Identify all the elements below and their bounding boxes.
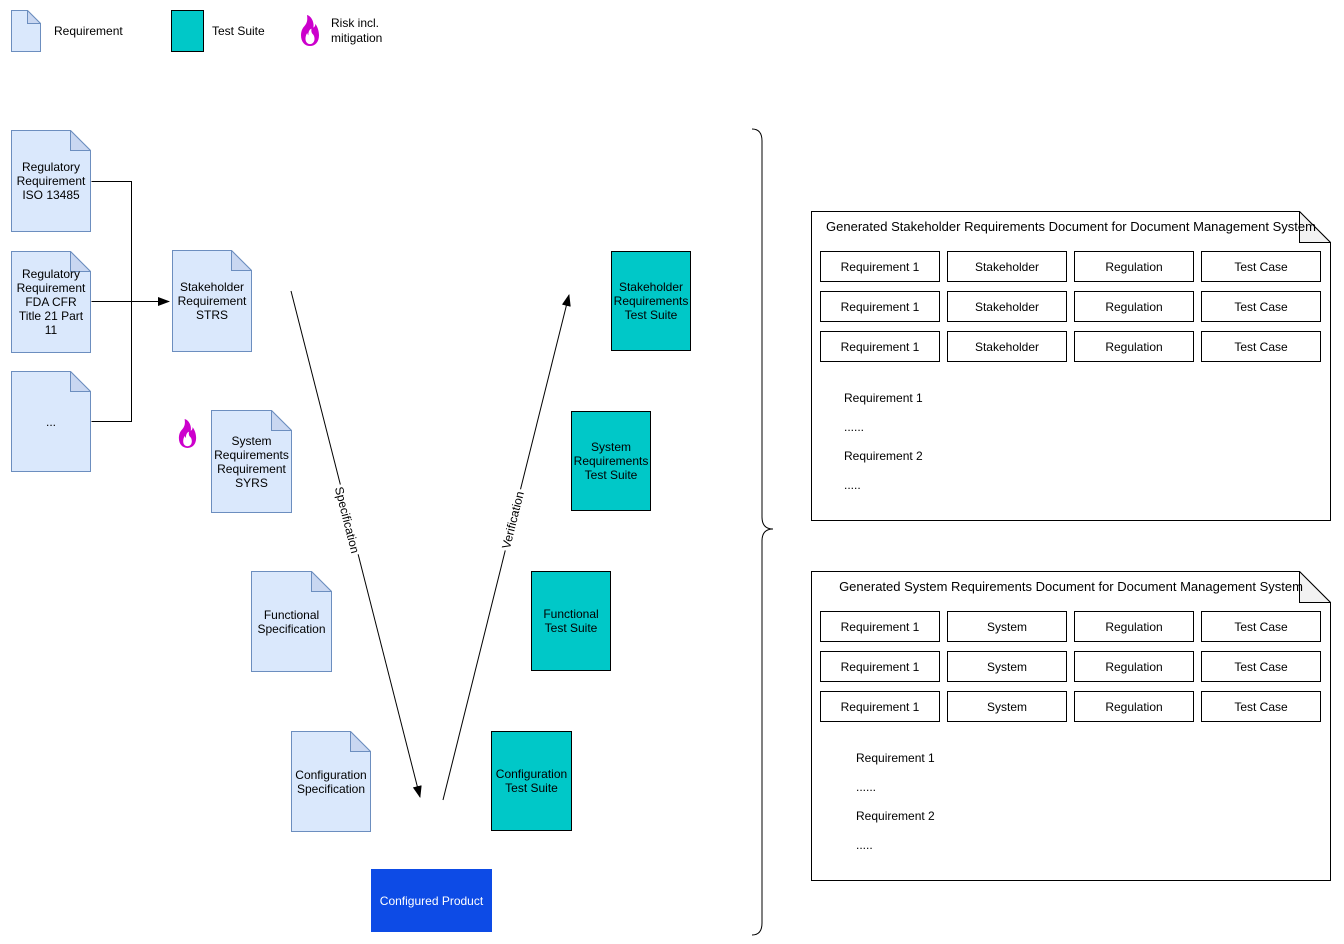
document-icon — [291, 731, 371, 832]
system-cell[interactable]: System — [947, 611, 1067, 642]
test-suite-label: Configuration Test Suite — [495, 767, 568, 795]
test-suite-label: Stakeholder Requirements Test Suite — [613, 280, 689, 322]
configured-product-label: Configured Product — [379, 893, 484, 908]
panel-title: Generated Stakeholder Requirements Docum… — [826, 219, 1316, 234]
regulation-cell[interactable]: Regulation — [1074, 611, 1194, 642]
specification-edge-label: Specification — [331, 483, 363, 557]
document-icon — [211, 410, 292, 513]
body-line: ...... — [844, 420, 865, 434]
table-row: Requirement 1 Stakeholder Regulation Tes… — [820, 291, 1321, 322]
table-row: Requirement 1 System Regulation Test Cas… — [820, 651, 1321, 682]
doc-label: Regulatory Requirement FDA CFR Title 21 … — [16, 267, 86, 337]
requirement-cell[interactable]: Requirement 1 — [820, 331, 940, 362]
doc-label: Stakeholder Requirement STRS — [177, 280, 247, 322]
body-line: Requirement 1 — [844, 391, 923, 405]
legend-requirement-label: Requirement — [54, 24, 123, 38]
doc-regulatory-fda-cfr[interactable]: Regulatory Requirement FDA CFR Title 21 … — [11, 251, 91, 353]
document-icon — [11, 130, 91, 232]
verification-edge-label: Verification — [498, 487, 528, 553]
system-cell[interactable]: System — [947, 691, 1067, 722]
requirement-cell[interactable]: Requirement 1 — [820, 251, 940, 282]
doc-label: Configuration Specification — [295, 767, 367, 796]
table-row: Requirement 1 System Regulation Test Cas… — [820, 691, 1321, 722]
regulation-cell[interactable]: Regulation — [1074, 331, 1194, 362]
test-suite-label: System Requirements Test Suite — [573, 440, 649, 482]
test-case-cell[interactable]: Test Case — [1201, 251, 1321, 282]
stakeholder-cell[interactable]: Stakeholder — [947, 251, 1067, 282]
regulation-cell[interactable]: Regulation — [1074, 651, 1194, 682]
table-row: Requirement 1 Stakeholder Regulation Tes… — [820, 331, 1321, 362]
table-row: Requirement 1 Stakeholder Regulation Tes… — [820, 251, 1321, 282]
doc-label: ... — [45, 414, 56, 429]
doc-configuration-specification[interactable]: Configuration Specification — [291, 731, 371, 832]
regulation-cell[interactable]: Regulation — [1074, 691, 1194, 722]
panel-rows: Requirement 1 Stakeholder Regulation Tes… — [820, 251, 1321, 362]
panel-body-text: Requirement 1 ...... Requirement 2 ..... — [856, 744, 935, 860]
doc-regulatory-iso-13485[interactable]: Regulatory Requirement ISO 13485 — [11, 130, 91, 232]
document-icon — [172, 250, 252, 352]
body-line: Requirement 1 — [856, 751, 935, 765]
requirement-cell[interactable]: Requirement 1 — [820, 611, 940, 642]
document-icon — [251, 571, 332, 672]
test-suite-system[interactable]: System Requirements Test Suite — [571, 411, 651, 511]
legend-test-suite-label: Test Suite — [212, 24, 265, 38]
test-case-cell[interactable]: Test Case — [1201, 611, 1321, 642]
generated-stakeholder-requirements-panel[interactable]: Generated Stakeholder Requirements Docum… — [811, 211, 1331, 521]
doc-system-requirement-syrs[interactable]: System Requirements Requirement SYRS — [211, 410, 292, 513]
doc-stakeholder-requirement-strs[interactable]: Stakeholder Requirement STRS — [172, 250, 252, 352]
panel-document-icon — [811, 211, 1331, 521]
document-icon — [11, 251, 91, 353]
test-suite-configuration[interactable]: Configuration Test Suite — [491, 731, 572, 831]
regulation-cell[interactable]: Regulation — [1074, 291, 1194, 322]
body-line: Requirement 2 — [844, 449, 923, 463]
test-case-cell[interactable]: Test Case — [1201, 691, 1321, 722]
curly-brace — [751, 128, 774, 936]
requirement-cell[interactable]: Requirement 1 — [820, 651, 940, 682]
flame-icon — [301, 15, 319, 46]
stakeholder-cell[interactable]: Stakeholder — [947, 291, 1067, 322]
requirement-cell[interactable]: Requirement 1 — [820, 691, 940, 722]
risk-flame-marker[interactable] — [176, 419, 199, 448]
doc-regulatory-other[interactable]: ... — [11, 371, 91, 472]
body-line: ..... — [844, 478, 861, 492]
legend-risk-label: Risk incl. mitigation — [331, 16, 383, 45]
test-case-cell[interactable]: Test Case — [1201, 651, 1321, 682]
panel-title: Generated System Requirements Document f… — [839, 579, 1303, 594]
stakeholder-cell[interactable]: Stakeholder — [947, 331, 1067, 362]
flame-icon — [178, 419, 197, 448]
configured-product[interactable]: Configured Product — [371, 869, 492, 932]
system-cell[interactable]: System — [947, 651, 1067, 682]
generated-system-requirements-panel[interactable]: Generated System Requirements Document f… — [811, 571, 1331, 881]
doc-label: Functional Specification — [257, 607, 326, 636]
test-case-cell[interactable]: Test Case — [1201, 331, 1321, 362]
body-line: ..... — [856, 838, 873, 852]
test-suite-stakeholder[interactable]: Stakeholder Requirements Test Suite — [611, 251, 691, 351]
legend-risk-shape[interactable] — [298, 15, 322, 46]
test-suite-functional[interactable]: Functional Test Suite — [531, 571, 611, 671]
body-line: Requirement 2 — [856, 809, 935, 823]
requirement-cell[interactable]: Requirement 1 — [820, 291, 940, 322]
regulatory-connector-line — [91, 181, 132, 422]
doc-label: Regulatory Requirement ISO 13485 — [16, 160, 86, 202]
panel-rows: Requirement 1 System Regulation Test Cas… — [820, 611, 1321, 722]
doc-functional-specification[interactable]: Functional Specification — [251, 571, 332, 672]
body-line: ...... — [856, 780, 877, 794]
document-icon — [11, 10, 41, 52]
table-row: Requirement 1 System Regulation Test Cas… — [820, 611, 1321, 642]
panel-document-icon — [811, 571, 1331, 881]
legend-test-suite-shape[interactable] — [171, 10, 204, 52]
doc-label: System Requirements Requirement SYRS — [214, 433, 289, 490]
test-case-cell[interactable]: Test Case — [1201, 291, 1321, 322]
panel-body-text: Requirement 1 ...... Requirement 2 ..... — [844, 384, 923, 500]
test-suite-label: Functional Test Suite — [543, 607, 599, 635]
document-icon — [11, 371, 91, 472]
legend-requirement-shape[interactable] — [11, 10, 41, 52]
regulation-cell[interactable]: Regulation — [1074, 251, 1194, 282]
